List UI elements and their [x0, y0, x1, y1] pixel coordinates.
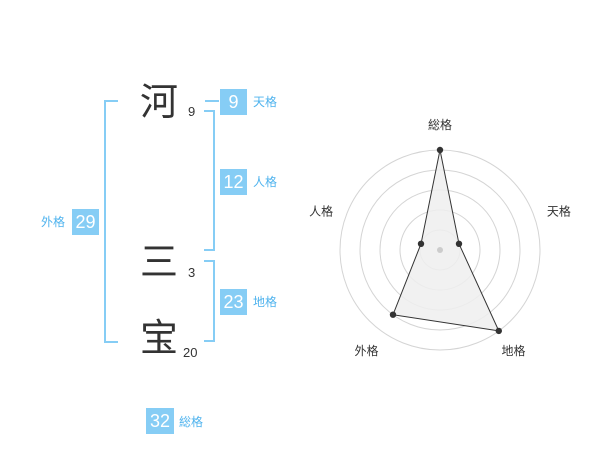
radar-axis-label: 天格 [547, 203, 571, 218]
chikaku-value: 23 [220, 289, 247, 315]
radar-axis-label: 地格 [501, 343, 525, 358]
stroke-count-3: 20 [183, 345, 198, 360]
radar-points [389, 146, 502, 335]
radar-point [389, 311, 397, 318]
jinkaku-value: 12 [220, 169, 247, 195]
chikaku-bracket [204, 260, 215, 342]
stroke-count-1: 9 [188, 104, 196, 119]
soukaku-label: 総格 [179, 415, 204, 429]
radar-axis-label: 総格 [428, 117, 452, 132]
stroke-count-2: 3 [188, 265, 196, 280]
radar-axis-label: 外格 [354, 343, 378, 358]
radar-point [455, 240, 463, 247]
gaikaku-bracket [104, 100, 118, 343]
name-char-2: 三 [139, 240, 178, 284]
chikaku-label: 地格 [253, 295, 278, 309]
gaikaku-label: 外格 [41, 215, 66, 229]
gaikaku-value: 29 [72, 209, 99, 235]
tenkaku-value: 9 [220, 89, 247, 115]
tenkaku-label: 天格 [253, 95, 278, 109]
tenkaku-connector [205, 100, 219, 102]
radar-series-polygon [392, 149, 500, 332]
jinkaku-bracket [204, 110, 215, 251]
radar-axis-label: 人格 [309, 203, 333, 218]
radar-point [495, 327, 502, 335]
radar-point [436, 146, 444, 154]
radar-point [417, 240, 425, 247]
name-char-1: 河 [139, 80, 178, 124]
jinkaku-label: 人格 [253, 175, 278, 189]
name-char-3: 宝 [139, 316, 178, 360]
soukaku-value: 32 [146, 408, 174, 434]
radar-center-dot [437, 247, 443, 253]
